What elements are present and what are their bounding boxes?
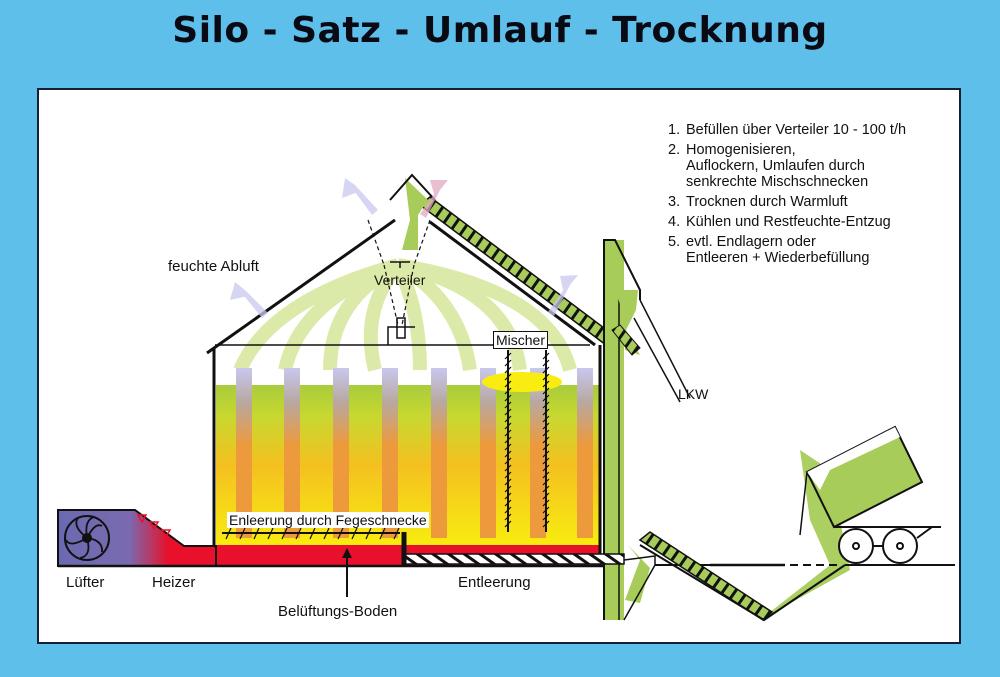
auger-flight (542, 513, 550, 521)
auger-flight (542, 485, 550, 493)
auger-flight (542, 520, 550, 528)
auger-flight (239, 527, 246, 540)
auger-flight (393, 527, 400, 540)
auger-flight (542, 401, 550, 409)
auger-flight (337, 527, 344, 540)
fan-label: Lüfter (66, 574, 105, 591)
mixer-label: Mischer (493, 331, 549, 349)
auger-flight (542, 443, 550, 451)
discharge-auger (403, 553, 625, 565)
auger-flight (504, 464, 512, 472)
auger-flight (351, 527, 358, 540)
auger-flight (504, 359, 512, 367)
page-title: Silo - Satz - Umlauf - Trocknung (172, 10, 828, 51)
auger-flight (542, 387, 550, 395)
auger-flight (504, 478, 512, 486)
auger-flight (542, 457, 550, 465)
mixer-lift (482, 372, 562, 392)
discharge-label: Entleerung (458, 574, 531, 591)
auger-flight (504, 380, 512, 388)
auger-flight (504, 352, 512, 360)
step-item: 4.Kühlen und Restfeuchte-Entzug (668, 214, 891, 230)
auger-flight (542, 478, 550, 486)
auger-flight (542, 506, 550, 514)
auger-flight (504, 499, 512, 507)
auger-flight (542, 359, 550, 367)
auger-flight (504, 457, 512, 465)
auger-flight (323, 527, 330, 540)
exhaust-label: feuchte Abluft (168, 258, 259, 275)
grain-spray (233, 258, 577, 373)
auger-flight (542, 394, 550, 402)
auger-flight (504, 436, 512, 444)
auger-flight (295, 527, 302, 540)
auger-flight (542, 492, 550, 500)
heater-label: Heizer (152, 574, 196, 591)
step-item: 2.Homogenisieren, Auflockern, Umlaufen d… (668, 142, 869, 190)
distributor (367, 219, 431, 345)
step-item: 1.Befüllen über Verteiler 10 - 100 t/h (668, 122, 907, 138)
auger-flight (504, 471, 512, 479)
auger-flight (504, 401, 512, 409)
step-item: 3.Trocknen durch Warmluft (668, 194, 848, 210)
auger-flight (504, 443, 512, 451)
auger-flight (281, 527, 288, 540)
ventilation-floor-label: Belüftungs-Boden (278, 603, 398, 620)
mixer-augers (507, 350, 547, 532)
auger-flight (542, 380, 550, 388)
auger-flight (504, 485, 512, 493)
auger-flight (504, 506, 512, 514)
auger-flight (542, 464, 550, 472)
auger-flight (504, 429, 512, 437)
auger-flight (504, 373, 512, 381)
process-steps: 1.Befüllen über Verteiler 10 - 100 t/h 2… (668, 122, 906, 270)
auger-flight (504, 366, 512, 374)
auger-flight (504, 408, 512, 416)
auger-flight (225, 527, 232, 540)
auger-flight (504, 422, 512, 430)
auger-flight (542, 415, 550, 423)
truck-label: LKW (678, 386, 709, 402)
auger-flight (504, 520, 512, 528)
auger-flight (542, 429, 550, 437)
auger-flight (542, 366, 550, 374)
auger-flight (504, 513, 512, 521)
auger-flight (542, 450, 550, 458)
auger-flight (542, 471, 550, 479)
auger-flight (542, 352, 550, 360)
auger-flight (542, 373, 550, 381)
auger-flight (365, 527, 372, 540)
auger-flight (504, 492, 512, 500)
auger-flight (504, 394, 512, 402)
auger-flight (267, 527, 274, 540)
air-channels (236, 368, 593, 538)
auger-flight (253, 527, 260, 540)
exhaust-arrows (230, 178, 578, 318)
auger-flight (542, 499, 550, 507)
auger-flight (504, 450, 512, 458)
auger-flight (542, 436, 550, 444)
step-item: 5.evtl. Endlagern oder Entleeren + Wiede… (668, 234, 870, 266)
auger-flight (504, 415, 512, 423)
auger-flight (504, 387, 512, 395)
auger-flight (542, 422, 550, 430)
bucket-elevator (603, 239, 691, 620)
silo-outline (206, 218, 602, 566)
auger-flight (379, 527, 386, 540)
auger-flight (309, 527, 316, 540)
sweep-auger-label: Enleerung durch Fegeschnecke (227, 512, 429, 528)
distributor-label: Verteiler (374, 272, 426, 288)
fan-icon (64, 515, 110, 561)
auger-flight (542, 408, 550, 416)
truck (799, 425, 941, 564)
